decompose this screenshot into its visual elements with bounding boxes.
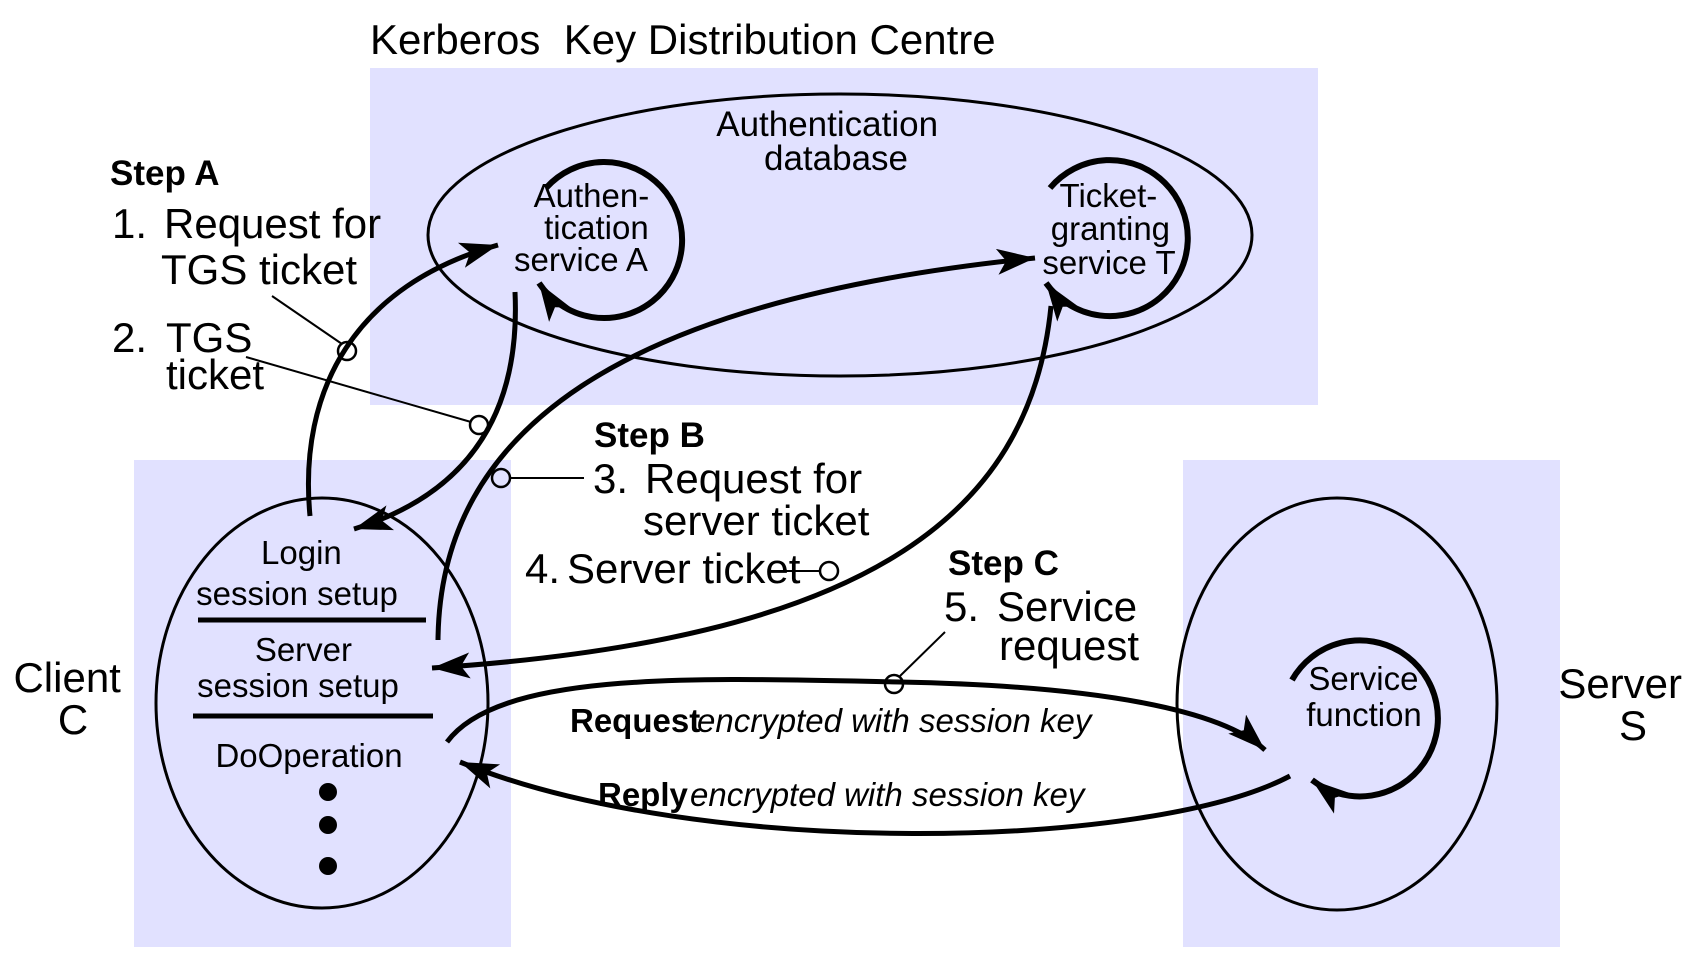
client-section-server: Server session setup bbox=[197, 631, 399, 704]
reply-message-label: Reply encrypted with session key bbox=[598, 776, 1087, 813]
server-label: Server S bbox=[1558, 660, 1693, 749]
kdc-region bbox=[370, 68, 1318, 405]
leader-marker-2 bbox=[468, 414, 490, 436]
leader-marker-5 bbox=[883, 673, 905, 695]
leader-step-a-1 bbox=[271, 295, 343, 345]
auth-service-cycle bbox=[536, 159, 686, 322]
step-c-item-5: 5. Service request bbox=[944, 583, 1149, 669]
client-ellipse bbox=[154, 496, 490, 910]
tgs-cycle bbox=[1043, 157, 1191, 322]
leader-marker-1 bbox=[336, 340, 358, 362]
kdc-title: Kerberos Key Distribution Centre bbox=[370, 16, 996, 63]
step-b-title: Step B bbox=[594, 416, 705, 455]
arrow-service-reply bbox=[459, 759, 1292, 836]
client-section-operation: DoOperation bbox=[215, 737, 402, 774]
server-ellipse bbox=[1175, 496, 1499, 912]
arrow-service-request bbox=[444, 677, 1267, 752]
service-function-label: Service function bbox=[1306, 660, 1427, 733]
leader-step-a-2 bbox=[245, 356, 472, 423]
continuation-dot bbox=[319, 857, 337, 875]
step-b-item-3: 3. Request for server ticket bbox=[593, 455, 874, 544]
request-message-label: Request encrypted with session key bbox=[570, 702, 1094, 739]
arrow-request-server-ticket bbox=[435, 248, 1036, 641]
client-label: Client C bbox=[13, 654, 132, 743]
service-function-cycle bbox=[1289, 637, 1441, 814]
auth-service-label: Authen- tication service A bbox=[514, 177, 658, 278]
arrow-request-tgs-ticket bbox=[305, 242, 499, 517]
leader-marker-4 bbox=[818, 560, 840, 582]
arrow-tgs-ticket bbox=[353, 291, 518, 532]
arrow-server-ticket bbox=[431, 305, 1054, 679]
step-a-item-1: 1. Request for TGS ticket bbox=[112, 200, 393, 293]
step-a-title: Step A bbox=[110, 154, 220, 193]
database-label: Authentication database bbox=[716, 105, 948, 178]
tgs-label: Ticket- granting service T bbox=[1042, 177, 1179, 281]
client-section-login: Login session setup bbox=[196, 534, 398, 612]
step-b-item-4: 4. Server ticket bbox=[525, 545, 801, 592]
authentication-database-ellipse bbox=[426, 92, 1254, 378]
leader-step-c-5 bbox=[899, 631, 946, 677]
step-c-title: Step C bbox=[948, 544, 1059, 583]
continuation-dot bbox=[319, 816, 337, 834]
step-a-item-2: 2. TGS ticket bbox=[112, 314, 264, 398]
continuation-dot bbox=[319, 783, 337, 801]
